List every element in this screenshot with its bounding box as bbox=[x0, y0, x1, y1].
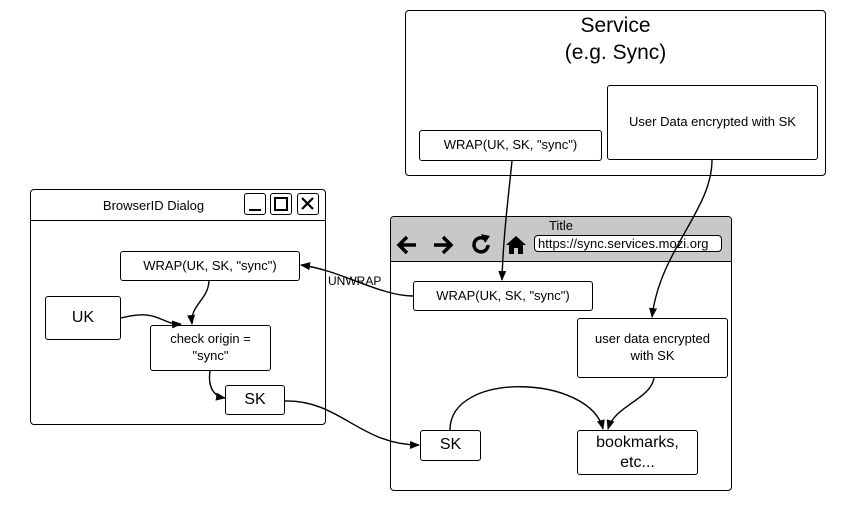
home-icon[interactable] bbox=[505, 234, 527, 256]
close-icon[interactable] bbox=[297, 193, 319, 215]
unwrap-label: UNWRAP bbox=[328, 274, 382, 288]
maximize-icon[interactable] bbox=[270, 193, 292, 215]
dialog-sk-box: SK bbox=[225, 385, 285, 415]
browser-title: Title bbox=[548, 218, 574, 233]
service-wrap-box: WRAP(UK, SK, "sync") bbox=[419, 130, 602, 161]
browser-user-data-box: user data encrypted with SK bbox=[577, 318, 728, 378]
minimize-icon[interactable] bbox=[244, 193, 266, 215]
back-arrow-icon[interactable] bbox=[395, 234, 419, 256]
browser-toolbar: Title https://sync.services.mozi.org bbox=[391, 217, 731, 262]
dialog-title: BrowserID Dialog bbox=[102, 198, 205, 213]
browser-sk-box: SK bbox=[420, 430, 481, 461]
dialog-uk-box: UK bbox=[45, 296, 121, 340]
url-bar[interactable]: https://sync.services.mozi.org bbox=[534, 235, 722, 252]
browserid-dialog-window: BrowserID Dialog bbox=[30, 189, 326, 425]
service-user-data-box: User Data encrypted with SK bbox=[607, 85, 818, 160]
reload-icon[interactable] bbox=[469, 233, 493, 257]
dialog-check-origin-box: check origin = "sync" bbox=[150, 325, 271, 371]
service-title: Service (e.g. Sync) bbox=[564, 14, 667, 64]
forward-arrow-icon[interactable] bbox=[431, 234, 455, 256]
dialog-titlebar: BrowserID Dialog bbox=[31, 190, 325, 221]
browser-wrap-box: WRAP(UK, SK, "sync") bbox=[413, 281, 593, 311]
dialog-wrap-box: WRAP(UK, SK, "sync") bbox=[120, 251, 300, 281]
bookmarks-box: bookmarks, etc... bbox=[577, 430, 698, 475]
